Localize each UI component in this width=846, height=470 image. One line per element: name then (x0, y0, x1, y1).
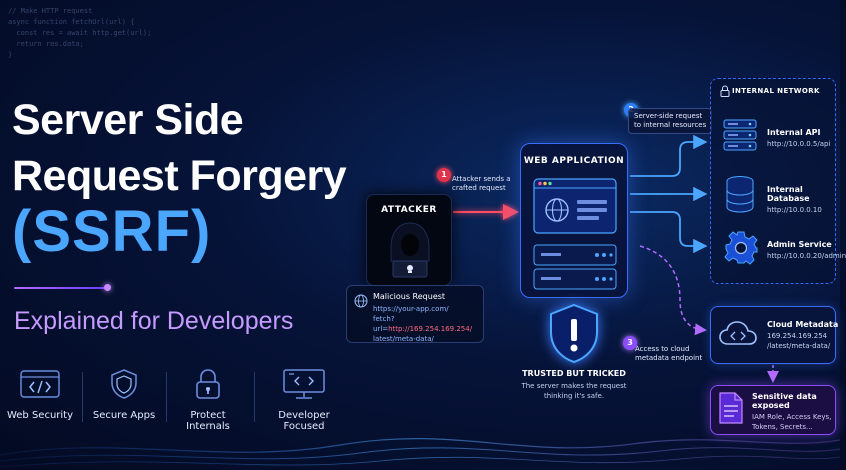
title-acronym: (SSRF) (12, 199, 212, 264)
title-line-2: Request Forgery (12, 152, 347, 200)
feature-divider (166, 372, 167, 422)
server-icon (533, 244, 617, 290)
trusted-heading: TRUSTED BUT TRICKED (522, 369, 626, 378)
feature-divider (254, 372, 255, 422)
step-2-note: Server-side request to internal resource… (628, 108, 713, 134)
cloud-icon (719, 321, 757, 345)
step-note-line: to internal resources (634, 121, 707, 129)
feature-secure-apps: Secure Apps (84, 368, 164, 421)
feature-label: Web Security (6, 410, 74, 421)
monitor-code-icon (282, 368, 326, 400)
feature-label: Protect Internals (186, 410, 230, 432)
step-3-badge: 3 (623, 336, 637, 350)
title-divider-dot (104, 284, 111, 291)
malicious-request-url-3: latest/meta-data/ (373, 335, 434, 343)
internal-network-title: INTERNAL NETWORK (732, 87, 820, 95)
feature-protect-internals: Protect Internals (168, 368, 248, 432)
step-1-note: Attacker sends a crafted request (440, 172, 516, 196)
url-payload: http://169.254.169.254/ (388, 325, 473, 333)
attacker-node: ATTACKER (366, 194, 452, 286)
sensitive-data-name: Sensitive data exposed (752, 392, 817, 410)
feature-label: Secure Apps (92, 410, 156, 421)
malicious-request-heading: Malicious Request (373, 292, 446, 301)
step-note-line: Attacker sends a (452, 175, 511, 183)
web-application-node: WEB APPLICATION (520, 143, 628, 298)
web-application-label: WEB APPLICATION (523, 156, 625, 166)
step-note-line: Server-side request (634, 112, 703, 120)
feature-label: Developer Focused (278, 410, 330, 432)
service-name: Internal API (767, 128, 821, 137)
decorative-wave (0, 438, 841, 468)
gear-icon (724, 231, 758, 265)
code-line: } (8, 51, 13, 59)
service-url: http://10.0.0.20/admin (767, 252, 846, 260)
service-name: Admin Service (767, 240, 832, 249)
trusted-desc-2: thinking it's safe. (543, 392, 605, 400)
step-1-badge: 1 (437, 168, 451, 182)
service-url: http://10.0.0.5/api (767, 140, 831, 148)
cloud-metadata-url-2: /latest/meta-data/ (767, 342, 831, 350)
sensitive-data-desc-1: IAM Role, Access Keys, (752, 413, 832, 421)
step-note-line: metadata endpoint (635, 354, 703, 362)
feature-developer-focused: Developer Focused (258, 368, 350, 432)
warning-shield-icon (550, 303, 598, 364)
cloud-metadata-card (710, 306, 836, 364)
feature-web-security: Web Security (0, 368, 80, 421)
code-line: async function fetchUrl(url) { (8, 18, 135, 26)
malicious-request-url-2: fetch?url=http://169.254.169.254/ (373, 314, 475, 334)
trusted-caption: TRUSTED BUT TRICKED The server makes the… (514, 369, 634, 401)
trusted-desc-1: The server makes the request (521, 382, 627, 390)
code-line: return res.data; (8, 40, 84, 48)
service-internal-database: Internal Database http://10.0.0.10 (767, 185, 840, 214)
service-name: Internal Database (767, 185, 810, 203)
code-snippet: // Make HTTP request async function fetc… (8, 6, 151, 61)
shield-icon (102, 368, 146, 400)
attacker-label: ATTACKER (381, 205, 437, 215)
step-note-line: Access to cloud (635, 345, 690, 353)
cloud-metadata-text: Cloud Metadata 169.254.169.254 /latest/m… (767, 320, 838, 351)
code-window-icon (18, 368, 62, 400)
step-3-note: Access to cloud metadata endpoint (630, 342, 707, 366)
globe-icon (354, 293, 368, 312)
service-url: http://10.0.0.10 (767, 206, 822, 214)
database-icon (726, 176, 754, 213)
cloud-metadata-url-1: 169.254.169.254 (767, 332, 828, 340)
url-prefix: fetch?url= (373, 315, 395, 333)
feature-divider (82, 372, 83, 422)
code-line: const res = await http.get(url); (8, 29, 152, 37)
hacker-icon (390, 222, 430, 278)
lock-icon (186, 368, 230, 400)
cloud-metadata-name: Cloud Metadata (767, 320, 839, 329)
lock-icon (720, 85, 730, 97)
sensitive-data-desc-2: Tokens, Secrets... (752, 423, 813, 431)
malicious-request-url-1: https://your-app.com/ (373, 305, 449, 313)
malicious-request-card: Malicious Request https://your-app.com/ … (346, 285, 484, 343)
title-divider (14, 287, 106, 289)
browser-window-icon (533, 178, 617, 234)
service-admin: Admin Service http://10.0.0.20/admin (767, 240, 846, 260)
title-line-1: Server Side (12, 96, 244, 144)
server-rack-icon (723, 119, 757, 151)
document-icon (719, 392, 743, 424)
sensitive-data-text: Sensitive data exposed IAM Role, Access … (752, 392, 840, 432)
service-internal-api: Internal API http://10.0.0.5/api (767, 128, 830, 148)
subtitle: Explained for Developers (14, 307, 294, 335)
code-line: // Make HTTP request (8, 7, 93, 15)
step-note-line: crafted request (452, 184, 506, 192)
